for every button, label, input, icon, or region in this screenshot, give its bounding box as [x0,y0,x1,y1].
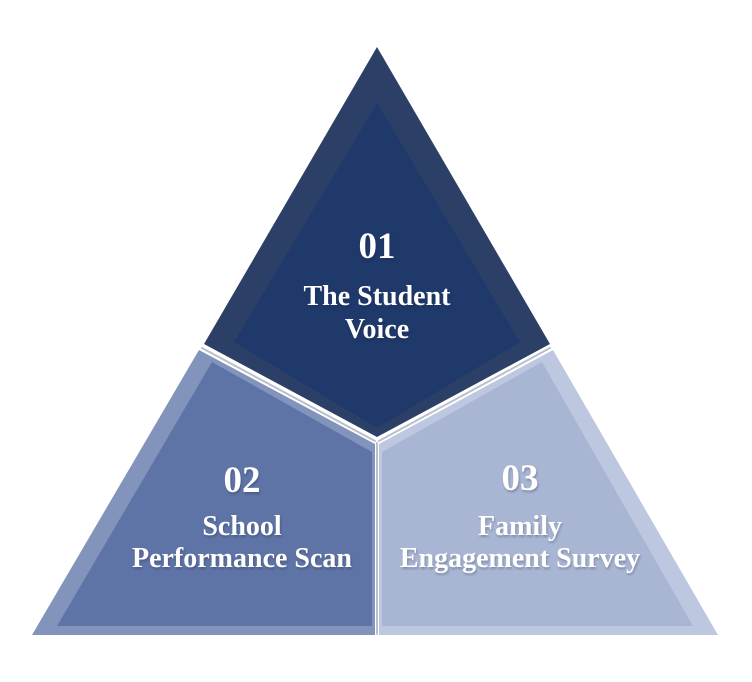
section-2-label-line-1: School [202,511,282,542]
section-3-number: 03 [502,458,539,499]
section-2-shape-inner [57,362,372,626]
section-3-label-line-2: Engagement Survey [400,543,640,574]
gap-line-right-diagonal [378,347,551,442]
section-2-label-line-2: Performance Scan [132,543,352,574]
section-3-label-line-1: Family [478,511,562,542]
section-1-shape-inner [234,103,520,428]
section-labels: 01 The Student Voice 02 School Performan… [132,226,640,574]
gap-line-left-diagonal [201,347,376,442]
section-1-label-line-1: The Student [303,281,451,312]
section-2-number: 02 [224,460,261,501]
segment-gap-lines [201,347,551,635]
section-1-number: 01 [359,226,396,267]
section-3-shape-inner [382,362,693,626]
section-1-label-line-2: Voice [345,314,409,345]
